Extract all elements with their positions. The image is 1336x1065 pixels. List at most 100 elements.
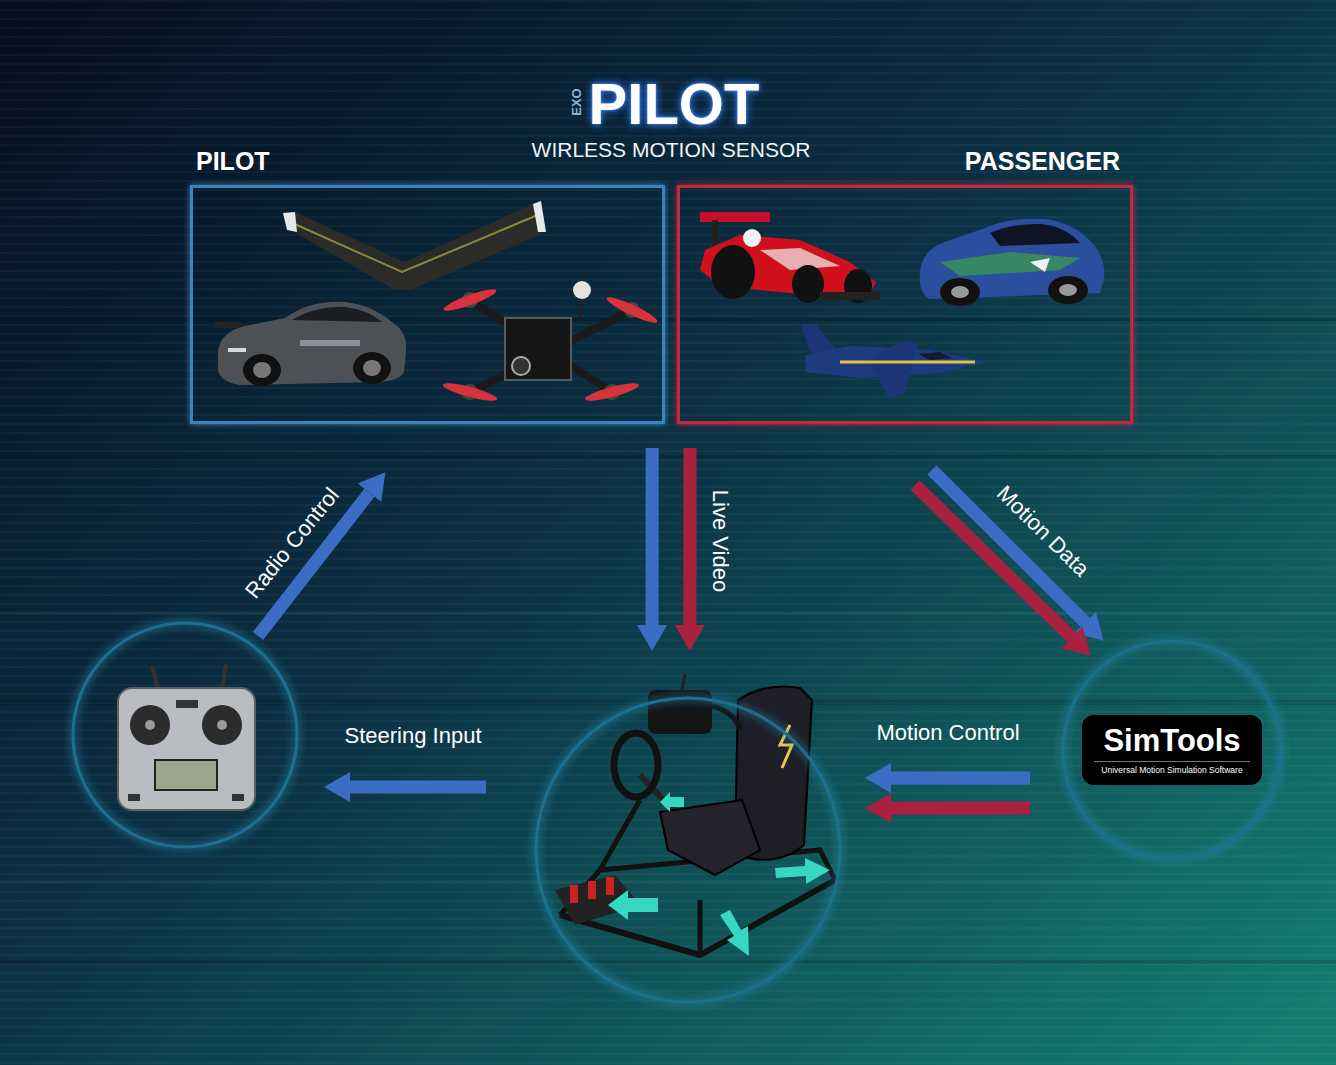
f1-car [743,229,761,247]
rc-car [353,352,391,384]
pilot-vehicles-box: PILOT [190,138,665,424]
radio-transmitter [130,705,170,745]
motion-simulator-rig [712,706,740,730]
jet [868,340,918,400]
logo-wordmark: SimTools [1094,724,1250,758]
quadcopter [442,286,498,315]
brand-prefix: EXO [570,88,585,115]
f1-car [711,245,755,299]
quadcopter [573,281,591,299]
rc-car [218,302,406,385]
motion-simulator-rig [775,858,830,884]
radio-transmitter [152,666,158,690]
circle-glow [536,698,840,1002]
rc-car [363,360,381,376]
flying-wing-drone [533,201,546,232]
rally-car [1059,284,1077,296]
circle-glow [1063,641,1281,859]
flying-wing-drone [283,204,546,290]
background-streaks [0,455,1336,459]
background-streaks [0,318,1336,321]
flow-arrow [891,802,1030,815]
rally-car [920,219,1105,306]
radio-transmitter [222,664,226,690]
quadcopter [605,294,660,327]
edge-label: Motion Data [992,480,1094,581]
circle-outline [533,695,843,1005]
f1-car [792,265,824,303]
background-streaks [0,960,1336,964]
motion-simulator-rig [555,674,835,956]
motion-simulator-rig [614,733,658,797]
passenger-vehicles-box: PASSENGER [677,138,1133,424]
brand-subtitle: WIRLESS MOTION SENSOR [532,138,811,162]
radio-transmitter [128,794,140,801]
flow-arrow [891,772,1030,785]
rally-car [990,224,1080,246]
jet [918,352,952,360]
motion-simulator-rig [660,800,760,875]
motion-simulator-rig [606,877,614,895]
flying-wing-drone [283,212,297,232]
rally-car [940,278,980,306]
motion-simulator-rig [570,885,578,903]
quadcopter [442,380,499,404]
rc-car [214,302,406,386]
flow-arrow [646,448,659,625]
rc-car [243,354,281,386]
brand-title: PILOT [589,72,760,136]
radio-transmitter [202,705,242,745]
box-heading: PASSENGER [965,147,1120,176]
box-heading: PILOT [196,147,270,176]
jet [800,324,985,400]
rally-car [951,286,969,298]
motion-simulator-rig [608,890,658,920]
rc-car [253,362,271,378]
f1-car [700,212,770,222]
circle-outline [70,620,300,850]
motion-simulator-rig [720,910,749,956]
simtools-circle: SimToolsUniversal Motion Simulation Soft… [1060,638,1284,862]
circle-outline [536,698,840,1002]
flying-wing-drone [290,214,540,272]
quadcopter [505,318,571,380]
motion-simulator-rig [698,900,703,955]
quadcopter [584,380,641,404]
circle-outline [73,623,297,847]
edge-label: Steering Input [345,723,482,748]
f1-car [820,292,880,300]
f1-car [700,212,880,303]
rc-car [214,322,240,328]
motion-simulator-rig [588,881,596,899]
radio-transmitter [155,760,217,790]
motion-simulator-rig [682,674,685,690]
motion-rig-circle [533,695,843,1005]
quadcopter [580,298,582,318]
circle-glow [73,623,297,847]
flying-wing-drone [283,201,546,290]
quadcopter [442,281,660,404]
radio-transmitter [176,700,198,708]
background-streaks [0,318,1336,964]
rc-car [228,348,246,352]
quadcopter [512,357,530,375]
radio-transmitter [118,688,255,810]
jet [840,361,975,364]
motion-simulator-rig [600,800,640,870]
edge-label: Radio Control [240,483,344,603]
radio-transmitter [217,720,227,730]
rc-car [300,340,360,346]
radio-transmitter [145,720,155,730]
motion-simulator-rig [660,792,684,812]
rally-car [1030,258,1050,272]
radio-transmitter [118,664,255,810]
flow-arrow [915,485,1072,638]
box-outline [677,185,1133,424]
radio-transmitter [232,794,244,801]
rally-car [1048,276,1088,304]
circle-outline [1063,641,1281,859]
flow-arrow [683,448,696,625]
